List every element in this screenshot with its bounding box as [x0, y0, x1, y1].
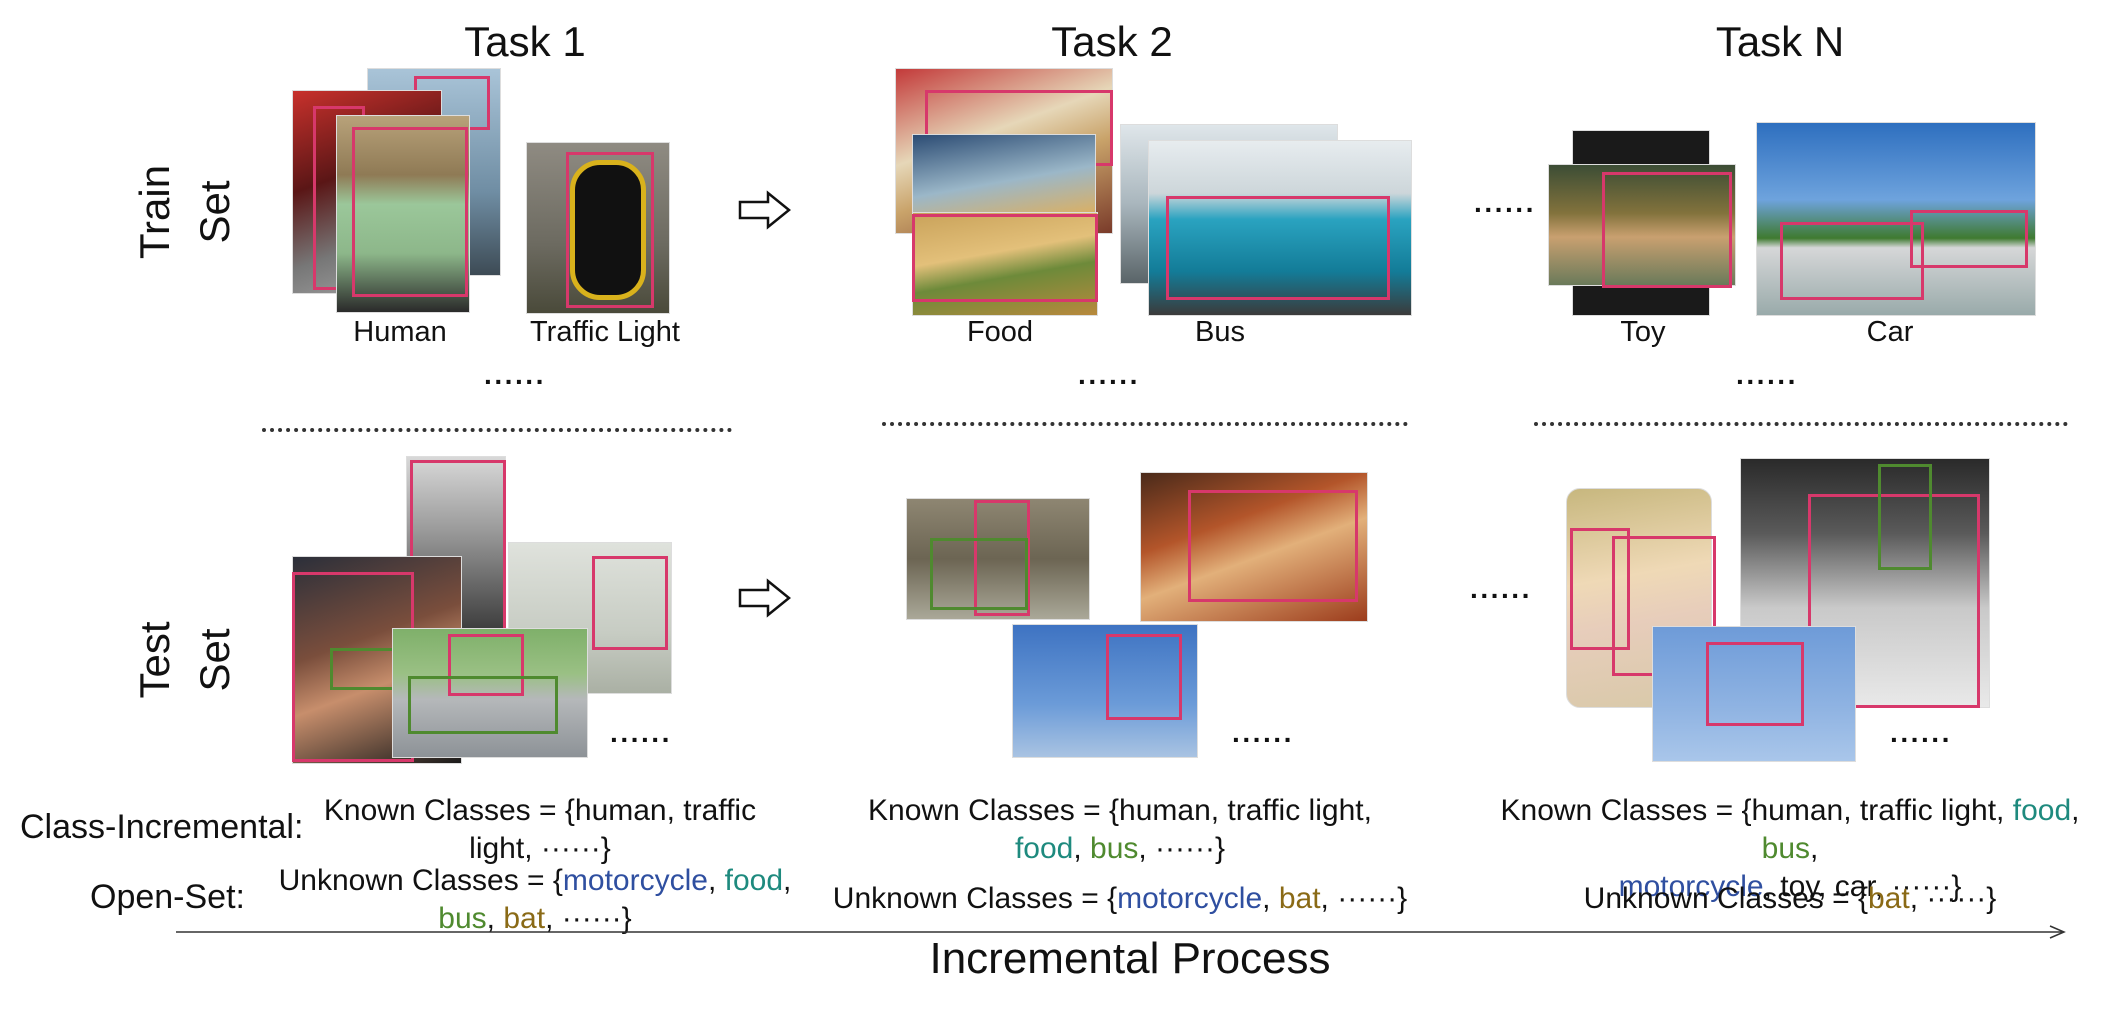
bbox-car: [1780, 222, 1924, 300]
class-bus: bus: [1090, 832, 1139, 865]
train-photo-human-front: [336, 115, 470, 313]
class-bat: bat: [503, 902, 546, 935]
col1-known-line1: Known Classes = {human, traffic: [323, 794, 757, 827]
task-2-title: Task 2: [1051, 18, 1173, 65]
bbox-traffic-light: [592, 556, 668, 650]
bbox-traffic-light: [566, 152, 654, 308]
caption-bus: Bus: [1195, 316, 1245, 348]
train-ellipsis-1: ······: [484, 366, 546, 397]
col1-known-line2: light, ······}: [469, 832, 611, 865]
test-photo-pizza: [1140, 472, 1368, 622]
class-food: food: [724, 864, 784, 897]
train-photo-toy-front: [1548, 164, 1736, 286]
col2-unknown-classes: Unknown Classes = {motorcycle, bat, ····…: [832, 882, 1408, 915]
test-photo-motocross: [1652, 626, 1856, 762]
traffic-light-shape: [570, 160, 646, 300]
test-photo-man-motorcycle: [906, 498, 1090, 620]
caption-human: Human: [353, 316, 447, 348]
class-motorcycle: motorcycle: [562, 864, 708, 897]
right-arrow-icon: [738, 190, 791, 230]
train-photo-car: [1756, 122, 2036, 316]
bbox-toy: [1602, 172, 1732, 288]
train-set-label: Train Set: [131, 164, 238, 260]
train-mid-ellipsis: ······: [1474, 194, 1536, 225]
caption-traffic-light: Traffic Light: [530, 316, 680, 348]
bbox-bus: [1166, 196, 1390, 300]
open-set-label: Open-Set:: [90, 878, 245, 916]
incremental-process-axis: [176, 925, 2066, 939]
test-photo-traffic-light-sky: [1012, 624, 1198, 758]
bbox-toy: [1570, 528, 1630, 650]
coln-known-classes: Known Classes = {human, traffic light, f…: [1500, 794, 2080, 903]
class-bat: bat: [1867, 882, 1910, 915]
bbox-human: [1808, 494, 1980, 708]
train-ellipsis-n: ······: [1736, 366, 1798, 397]
class-incremental-label: Class-Incremental:: [20, 808, 304, 846]
test-ellipsis-1: ······: [610, 724, 672, 755]
separator-2: [882, 422, 1408, 426]
col1-unknown-classes: Unknown Classes = {motorcycle, food, bus…: [278, 864, 792, 935]
caption-toy: Toy: [1620, 316, 1666, 348]
class-food: food: [2012, 794, 2072, 827]
axis-title: Incremental Process: [929, 934, 1331, 983]
caption-food: Food: [966, 316, 1034, 348]
class-bus: bus: [438, 902, 487, 935]
coln-unknown-classes: Unknown Classes = {bat, ······}: [1583, 882, 1997, 915]
coln-unknown-prefix: Unknown Classes = {: [1583, 882, 1868, 915]
col1-known-classes: Known Classes = {human, traffic light, ·…: [300, 792, 780, 868]
coln-known-line1: Known Classes = {human, traffic light,: [1500, 794, 2013, 827]
bbox-human: [974, 500, 1030, 616]
test-mid-ellipsis: ······: [1470, 580, 1532, 611]
train-ellipsis-2: ······: [1078, 366, 1140, 397]
col2-known-classes: Known Classes = {human, traffic light, f…: [840, 792, 1400, 868]
bbox-motorcycle: [1706, 642, 1804, 726]
right-arrow-icon: [738, 578, 791, 618]
test-ellipsis-2: ······: [1232, 724, 1294, 755]
col2-known-line1: Known Classes = {human, traffic light,: [868, 794, 1372, 827]
bbox-food: [912, 214, 1098, 302]
bbox-traffic-light: [1106, 634, 1182, 720]
test-set-label: Test Set: [131, 621, 238, 699]
separator-n: [1534, 422, 2068, 426]
bbox-human: [448, 634, 524, 696]
task-1-title: Task 1: [464, 18, 586, 65]
class-bus: bus: [1761, 832, 1811, 865]
task-n-title: Task N: [1715, 18, 1845, 65]
bbox-car: [1910, 210, 2028, 268]
separator-1: [262, 428, 732, 432]
bbox-human: [352, 127, 468, 297]
bbox-food: [1188, 490, 1358, 602]
caption-car: Car: [1866, 316, 1914, 348]
bbox-motorcycle: [930, 538, 1028, 610]
class-motorcycle: motorcycle: [1117, 882, 1263, 915]
class-motorcycle: motorcycle: [1618, 870, 1764, 903]
col2-unknown-prefix: Unknown Classes = {: [832, 882, 1118, 915]
train-photo-bus-front: [1148, 140, 1412, 316]
test-ellipsis-n: ······: [1890, 724, 1952, 755]
class-food: food: [1014, 832, 1074, 865]
class-bat: bat: [1278, 882, 1321, 915]
bbox-bat: [1878, 464, 1932, 570]
bbox-motorcycle: [408, 676, 558, 734]
col1-unknown-prefix: Unknown Classes = {: [278, 864, 563, 897]
